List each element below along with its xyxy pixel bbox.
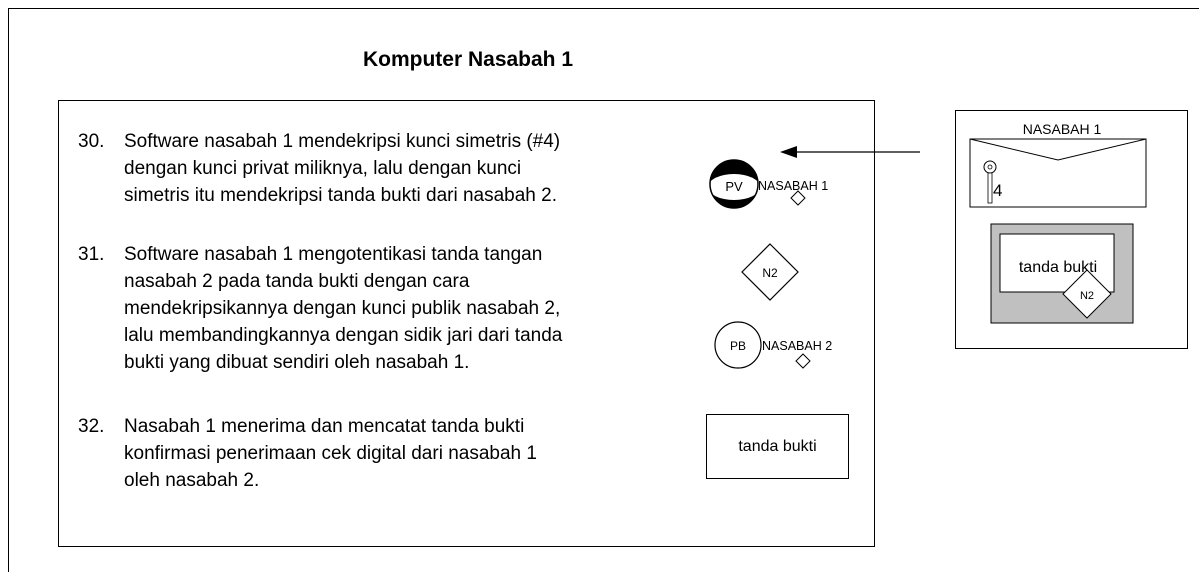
step-line: mendekripsikannya dengan kunci publik na… [124, 298, 561, 319]
step-line: konfirmasi penerimaan cek digital dari n… [124, 443, 537, 464]
step-line: lalu membandingkannya dengan sidik jari … [124, 325, 563, 346]
arrow-head-icon [780, 146, 797, 158]
public-key-owner: NASABAH 2 [762, 339, 832, 353]
step-line: dengan kunci privat miliknya, lalu denga… [124, 158, 522, 179]
step-line: Software nasabah 1 mengotentikasi tanda … [124, 244, 543, 265]
step-text: Software nasabah 1 mendekripsi kunci sim… [124, 128, 560, 209]
public-key-label: PB [730, 339, 746, 353]
main-box-top-border [58, 100, 874, 101]
private-key-label: PV [725, 179, 743, 194]
step-line: simetris itu mendekripsi tanda bukti dar… [124, 185, 558, 206]
envelope-icon [969, 138, 1147, 208]
computer-box [58, 100, 875, 547]
step-line: Software nasabah 1 mendekripsi kunci sim… [124, 131, 561, 152]
signed-proof-signature-label: N2 [1080, 290, 1094, 302]
envelope-title: NASABAH 1 [1023, 121, 1102, 137]
step-text: Software nasabah 1 mengotentikasi tanda … [124, 241, 562, 376]
key-icon [983, 160, 997, 204]
step-number: 32. [78, 416, 105, 437]
small-diamond-icon [795, 353, 811, 369]
frame-top-border [8, 8, 1199, 9]
envelope-flap [969, 138, 1147, 161]
step-number: 30. [78, 131, 105, 152]
main-box-left-border [58, 100, 59, 546]
step-line: Nasabah 1 menerima dan mencatat tanda bu… [124, 416, 525, 437]
signature-diamond-icon [741, 243, 799, 301]
public-key-icon [714, 321, 762, 369]
signed-proof-signature-icon [1062, 269, 1112, 319]
received-message-panel [955, 110, 1188, 349]
step-text: Nasabah 1 menerima dan mencatat tanda bu… [124, 413, 537, 494]
signature-label: N2 [762, 266, 778, 280]
frame-left-border [8, 8, 9, 572]
signed-proof-label: tanda bukti [1019, 259, 1097, 276]
diagram-title: Komputer Nasabah 1 [362, 48, 574, 71]
proof-box: tanda bukti [706, 414, 849, 479]
private-key-icon [709, 159, 759, 209]
small-diamond-icon [790, 190, 806, 206]
step-line: nasabah 2 pada tanda bukti dengan cara [124, 271, 470, 292]
step-number: 31. [78, 244, 105, 265]
step-line: oleh nasabah 2. [124, 470, 260, 491]
private-key-owner: NASABAH 1 [758, 179, 828, 193]
envelope-key-number: 4 [993, 181, 1002, 200]
step-line: bukti yang dibuat sendiri oleh nasabah 1… [124, 352, 470, 373]
